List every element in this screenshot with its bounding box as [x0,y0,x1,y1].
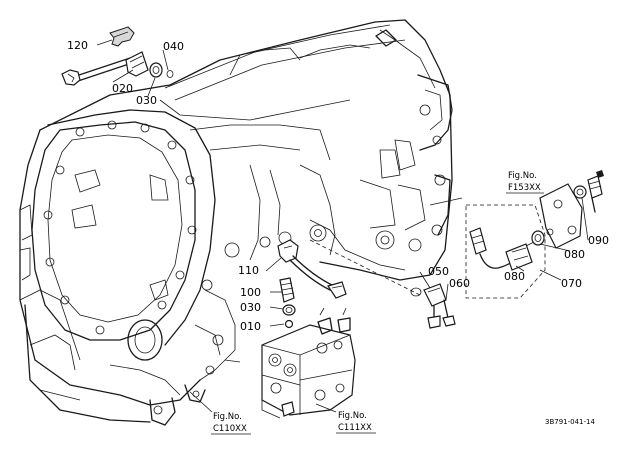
top-switch-assembly [61,26,174,86]
label-010: 010 [240,320,261,333]
drawing-code: 3B791-041-14 [545,418,595,426]
mid-switch-assembly [277,239,347,329]
label-090: 090 [588,234,609,247]
figure-ref-c110-number: C110XX [213,424,247,434]
figure-ref-f153-title: Fig.No. [508,171,537,181]
label-120: 120 [67,39,88,52]
figure-ref-f153[interactable]: Fig.No. F153XX [506,171,544,194]
figure-ref-c111-number: C111XX [338,423,372,433]
figure-ref-f153-number: F153XX [508,183,541,193]
label-030-top: 030 [136,94,157,107]
figure-ref-c111-title: Fig.No. [338,411,367,421]
transmission-housing [19,19,453,426]
sensor-harness-070 [429,170,604,299]
label-070: 070 [561,277,582,290]
valve-block [261,307,356,419]
figure-ref-c110[interactable]: Fig.No. C110XX [189,391,251,435]
label-040: 040 [163,40,184,53]
figure-ref-c111[interactable]: Fig.No. C111XX [315,403,376,434]
label-100: 100 [240,286,261,299]
label-060: 060 [449,277,470,290]
leader-lines [96,39,589,327]
label-030-mid: 030 [240,301,261,314]
figure-ref-c110-title: Fig.No. [213,412,242,422]
label-050: 050 [428,265,449,278]
label-080-a: 080 [504,270,525,283]
label-080-b: 080 [564,248,585,261]
label-110: 110 [238,264,259,277]
label-020: 020 [112,82,133,95]
right-switch-050 [309,239,456,329]
